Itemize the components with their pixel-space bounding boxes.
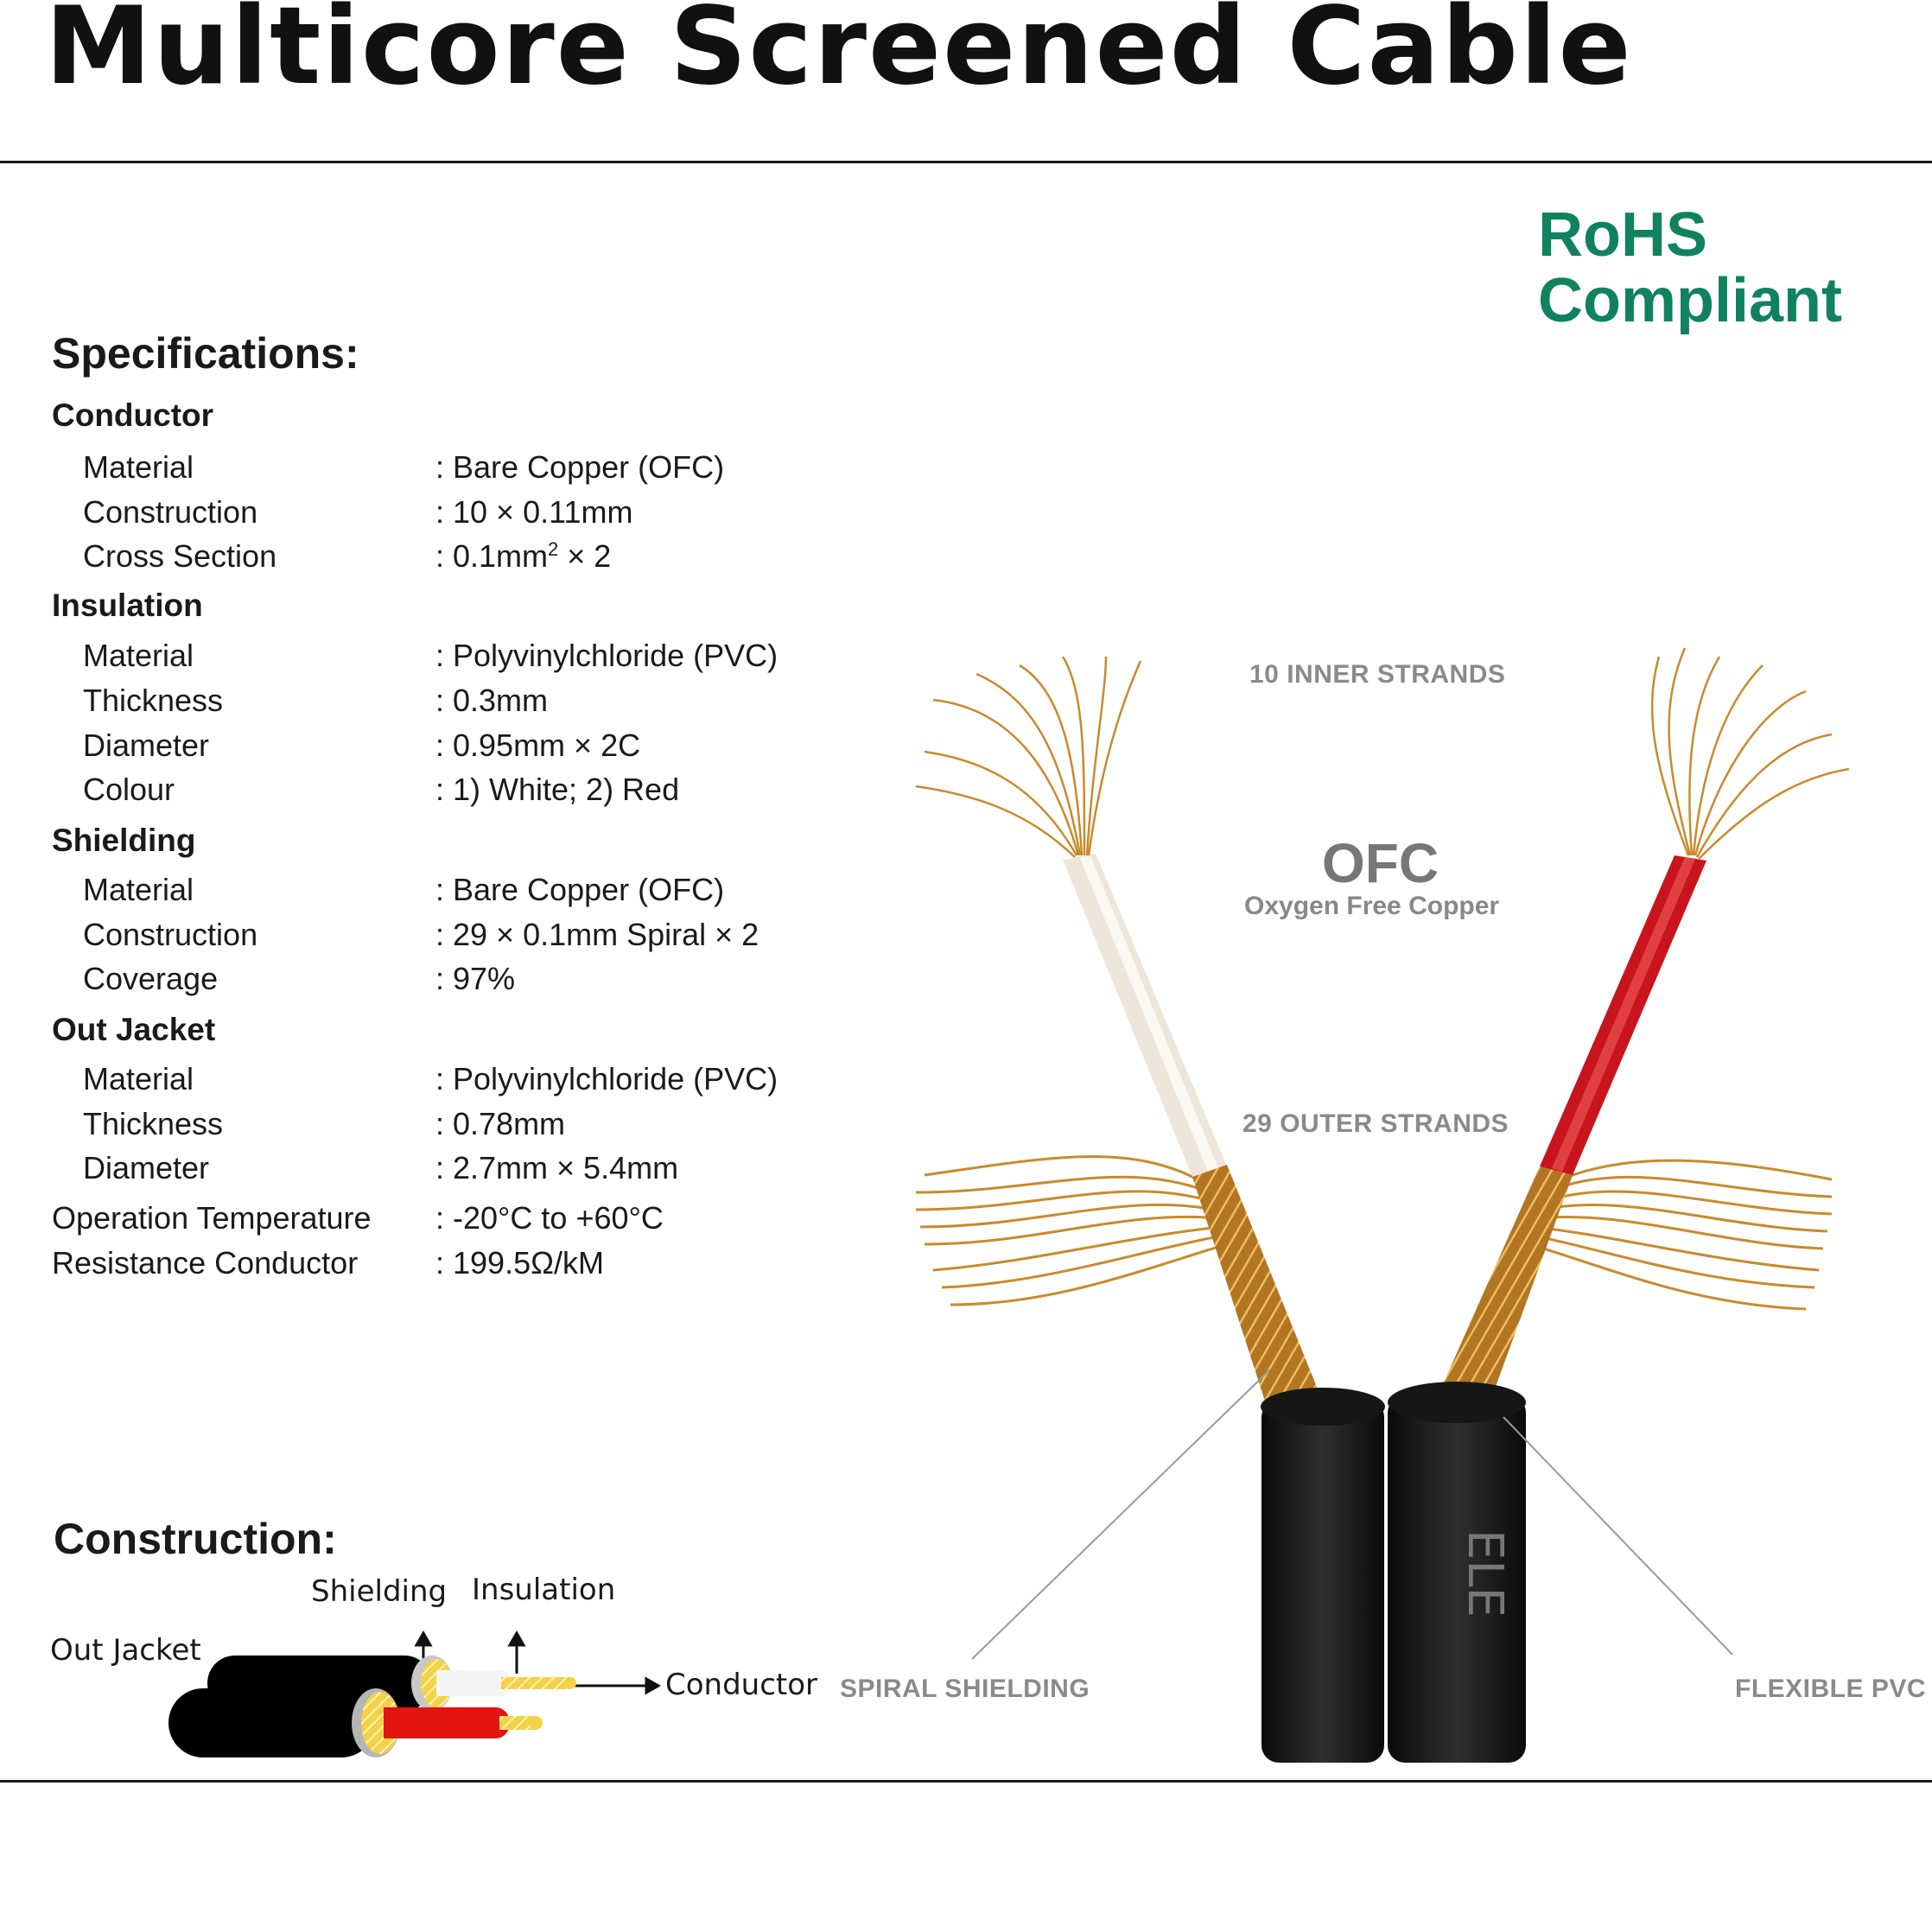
outer-strands-left bbox=[915, 1155, 1228, 1306]
spec-value: : Polyvinylchloride (PVC) bbox=[435, 638, 779, 673]
spiral-shield-right bbox=[1436, 1166, 1573, 1413]
spec-value: : -20°C to +60°C bbox=[435, 1200, 664, 1236]
jacket-print: ELE bbox=[1457, 1529, 1513, 1617]
spec-value-cross-section: : 0.1mm2 × 2 bbox=[435, 538, 611, 575]
spec-label: Material bbox=[83, 872, 194, 907]
spec-label: Diameter bbox=[83, 728, 210, 763]
rohs-line1: RoHS bbox=[1538, 200, 1707, 270]
spec-value: : 29 × 0.1mm Spiral × 2 bbox=[435, 917, 759, 952]
white-conductor bbox=[1063, 854, 1227, 1177]
spec-value: : Polyvinylchloride (PVC) bbox=[435, 1061, 779, 1096]
diagram-label-shielding: Shielding bbox=[311, 1574, 448, 1609]
section-insulation: Insulation bbox=[52, 588, 203, 623]
section-conductor: Conductor bbox=[52, 397, 214, 433]
spec-value: : 1) White; 2) Red bbox=[435, 772, 680, 807]
spec-label-resistance-conductor: Resistance Conductor bbox=[52, 1245, 359, 1281]
spec-value: : 0.95mm × 2C bbox=[435, 728, 641, 763]
label-outer-strands: 29 OUTER STRANDS bbox=[1242, 1109, 1509, 1138]
spec-label: Material bbox=[83, 638, 194, 673]
outer-strands-right bbox=[1528, 1159, 1833, 1311]
spec-value: : 10 × 0.11mm bbox=[435, 494, 633, 530]
spec-value: : 97% bbox=[435, 961, 516, 996]
page-title: Multicore Screened Cable bbox=[45, 0, 1633, 109]
label-ofc-full: Oxygen Free Copper bbox=[1244, 892, 1500, 920]
rohs-line2: Compliant bbox=[1538, 266, 1842, 335]
cable-cross-section-diagram bbox=[168, 1630, 662, 1757]
label-inner-strands: 10 INNER STRANDS bbox=[1249, 660, 1506, 689]
top-divider bbox=[0, 161, 1932, 163]
spec-label: Construction bbox=[83, 494, 258, 530]
bottom-divider bbox=[0, 1780, 1932, 1783]
pointer-lines bbox=[971, 1369, 1733, 1660]
section-shielding: Shielding bbox=[52, 823, 196, 858]
diagram-label-out-jacket: Out Jacket bbox=[50, 1633, 201, 1668]
jacket-right: ELE bbox=[1388, 1382, 1526, 1763]
jacket-left bbox=[1261, 1388, 1385, 1763]
label-flexible-pvc: FLEXIBLE PVC bbox=[1735, 1675, 1927, 1703]
value-main: : 0.1mm bbox=[435, 538, 549, 574]
spec-label: Colour bbox=[83, 772, 175, 807]
inner-strands-right bbox=[1650, 647, 1850, 860]
spec-label: Cross Section bbox=[83, 538, 277, 574]
label-spiral-shielding: SPIRAL SHIELDING bbox=[840, 1675, 1090, 1703]
jacket-front bbox=[168, 1688, 543, 1757]
spec-label: Thickness bbox=[83, 1106, 224, 1141]
spec-value: : Bare Copper (OFC) bbox=[435, 449, 725, 485]
spec-value: : 2.7mm × 5.4mm bbox=[435, 1150, 679, 1185]
diagram-label-conductor: Conductor bbox=[665, 1668, 818, 1702]
specifications-heading: Specifications: bbox=[52, 329, 359, 378]
spec-label: Material bbox=[83, 449, 194, 485]
rohs-badge: RoHS Compliant bbox=[1538, 202, 1842, 334]
label-ofc: OFC bbox=[1322, 832, 1439, 894]
section-out-jacket: Out Jacket bbox=[52, 1012, 216, 1047]
spec-label: Diameter bbox=[83, 1150, 210, 1185]
construction-heading: Construction: bbox=[54, 1515, 337, 1563]
spec-label-operation-temperature: Operation Temperature bbox=[52, 1200, 372, 1236]
spec-value: : 199.5Ω/kM bbox=[435, 1245, 604, 1281]
spec-label: Thickness bbox=[83, 683, 224, 718]
diagram-label-insulation: Insulation bbox=[472, 1573, 616, 1607]
spec-label: Construction bbox=[83, 917, 258, 952]
inner-strands-left bbox=[915, 656, 1142, 858]
value-tail: × 2 bbox=[558, 538, 612, 574]
cable-photo-illustration: ELE bbox=[915, 647, 1850, 1763]
spec-value: : 0.3mm bbox=[435, 683, 549, 718]
specifications-table: Conductor Material : Bare Copper (OFC) C… bbox=[0, 0, 864, 1296]
spec-value: : Bare Copper (OFC) bbox=[435, 872, 725, 907]
spec-value: : 0.78mm bbox=[435, 1106, 566, 1141]
spiral-shield-left bbox=[1192, 1165, 1322, 1417]
value-superscript: 2 bbox=[548, 538, 559, 560]
red-conductor bbox=[1540, 855, 1706, 1175]
spec-label: Material bbox=[83, 1061, 194, 1096]
spec-label: Coverage bbox=[83, 961, 219, 996]
